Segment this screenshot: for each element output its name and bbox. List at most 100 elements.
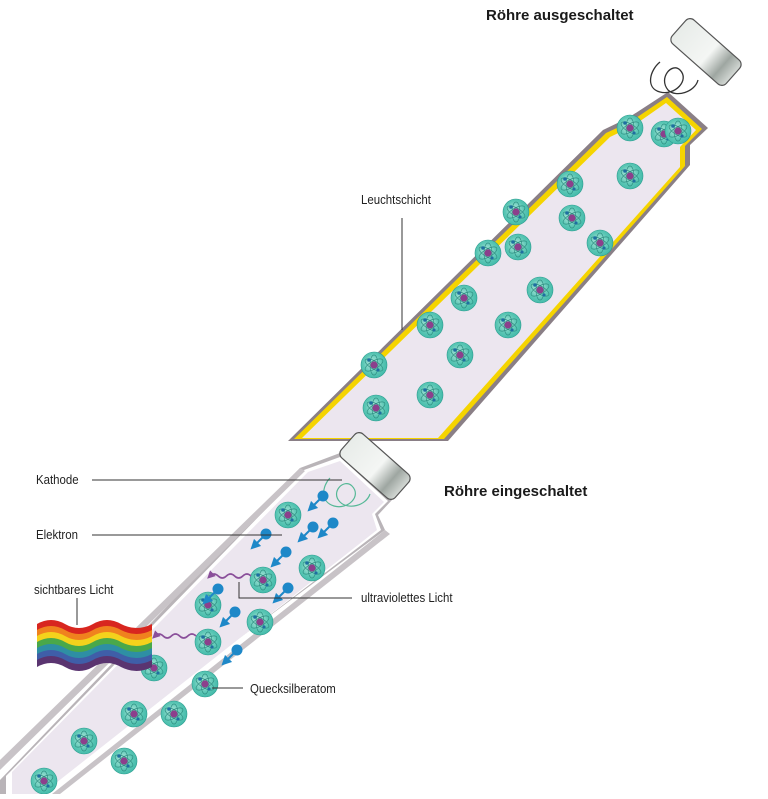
orbit-electron	[127, 707, 131, 711]
mercury-atom	[616, 114, 644, 142]
mercury-atom	[70, 727, 98, 755]
nucleus	[284, 511, 292, 519]
mercury-atom	[558, 204, 586, 232]
orbit-electron	[256, 573, 260, 577]
mercury-atom	[194, 591, 222, 619]
orbit-electron	[117, 754, 121, 758]
mercury-atom	[494, 311, 522, 339]
nucleus	[40, 777, 48, 785]
nucleus	[204, 638, 212, 646]
orbit-electron	[314, 571, 318, 575]
orbit-electron	[466, 301, 470, 305]
orbit-electron	[46, 784, 50, 788]
tube-off-interior	[302, 103, 696, 438]
tube-on-interior	[12, 461, 384, 794]
mercury-atom	[362, 394, 390, 422]
nucleus	[514, 243, 522, 251]
mercury-atom	[556, 170, 584, 198]
orbit-electron	[623, 169, 627, 173]
tube-on	[0, 432, 411, 795]
mercury-atom	[416, 381, 444, 409]
nucleus	[201, 680, 209, 688]
title-tube-on: Röhre eingeschaltet	[444, 483, 588, 500]
nucleus	[372, 404, 380, 412]
orbit-electron	[369, 401, 373, 405]
orbit-electron	[593, 236, 597, 240]
uv-wave	[152, 630, 197, 639]
orbit-electron	[201, 598, 205, 602]
orbit-electron	[542, 293, 546, 297]
orbit-electron	[423, 388, 427, 392]
nucleus	[256, 618, 264, 626]
orbit-electron	[167, 707, 171, 711]
label-phosphor-layer: Leuchtschicht	[361, 192, 431, 207]
leader-uv-light	[238, 582, 352, 599]
free-electron	[221, 644, 243, 666]
label-electron: Elektron	[36, 527, 78, 542]
orbit-electron	[126, 764, 130, 768]
orbit-electron	[602, 246, 606, 250]
mercury-atom	[298, 554, 326, 582]
orbit-electron	[657, 127, 661, 131]
free-electron	[219, 606, 241, 628]
tube-off	[288, 18, 742, 441]
mercury-atom	[249, 566, 277, 594]
orbit-electron	[453, 348, 457, 352]
free-electron	[297, 521, 319, 543]
orbit-electron	[86, 744, 90, 748]
orbit-electron	[511, 240, 515, 244]
glass-edge-left	[0, 468, 305, 770]
orbit-electron	[509, 205, 513, 209]
nucleus	[596, 239, 604, 247]
orbit-electron	[510, 328, 514, 332]
mercury-atom	[664, 117, 692, 145]
mercury-atom	[586, 229, 614, 257]
label-mercury-atom: Quecksilberatom	[250, 681, 336, 696]
end-cap-off	[670, 18, 742, 86]
orbit-electron	[565, 211, 569, 215]
filament-off	[649, 61, 699, 95]
orbit-electron	[201, 635, 205, 639]
orbit-electron	[432, 398, 436, 402]
orbit-electron	[490, 256, 494, 260]
orbit-electron	[501, 318, 505, 322]
mercury-atom	[120, 700, 148, 728]
orbit-electron	[533, 283, 537, 287]
mercury-atom	[194, 628, 222, 656]
mercury-atom	[246, 608, 274, 636]
mercury-atom	[446, 341, 474, 369]
nucleus	[120, 757, 128, 765]
nucleus	[484, 249, 492, 257]
nucleus	[456, 351, 464, 359]
nucleus	[626, 172, 634, 180]
orbit-electron	[462, 358, 466, 362]
mercury-atom	[474, 239, 502, 267]
visible-light-rainbow	[37, 620, 152, 671]
orbit-electron	[572, 187, 576, 191]
orbit-electron	[37, 774, 41, 778]
orbit-electron	[156, 671, 160, 675]
nucleus	[460, 294, 468, 302]
orbit-electron	[632, 131, 636, 135]
orbit-electron	[265, 583, 269, 587]
nucleus	[536, 286, 544, 294]
nucleus	[308, 564, 316, 572]
mercury-atom	[526, 276, 554, 304]
free-electron	[202, 583, 224, 605]
label-leader-lines	[76, 218, 403, 689]
mercury-atom	[616, 162, 644, 190]
orbit-electron	[623, 121, 627, 125]
nucleus	[204, 601, 212, 609]
mercury-atom	[504, 233, 532, 261]
nucleus	[568, 214, 576, 222]
orbit-electron	[632, 179, 636, 183]
mercury-atom	[502, 198, 530, 226]
orbit-electron	[253, 615, 257, 619]
orbit-electron	[290, 518, 294, 522]
rainbow-band	[37, 656, 152, 671]
mercury-atom	[416, 311, 444, 339]
end-cap-on	[339, 432, 411, 500]
free-electron	[270, 546, 292, 568]
